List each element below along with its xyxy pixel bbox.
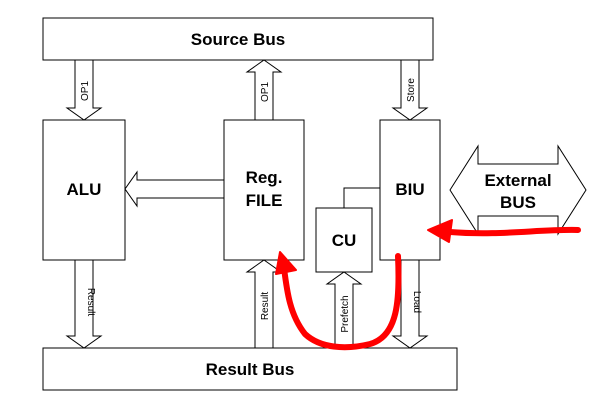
- biu-label: BIU: [395, 180, 424, 199]
- source-bus-box: [42, 17, 434, 61]
- cu-label: CU: [332, 231, 357, 250]
- store-arrow: [391, 59, 429, 121]
- op1-alu-arrow: [65, 59, 103, 121]
- result-alu-arrow: [65, 259, 103, 349]
- external-bus-label-line2: BUS: [500, 193, 536, 212]
- result-bus-box: [42, 347, 458, 391]
- op1-reg-arrow: [245, 59, 283, 121]
- result-bus-label: Result Bus: [206, 360, 295, 379]
- register-file-block: [223, 119, 305, 261]
- biu-block: [379, 119, 441, 261]
- register-file-label-line1: Reg.: [246, 168, 283, 187]
- register-file-label-line2: FILE: [246, 191, 283, 210]
- store-label: Store: [406, 78, 417, 102]
- prefetch-label: Prefetch: [340, 295, 351, 332]
- load-arrow: [391, 259, 429, 349]
- cu-biu-connector: [343, 187, 380, 208]
- red-annotation-loop-line: [281, 253, 402, 351]
- external-bus-label-line1: External: [484, 171, 551, 190]
- red-annotation-external-arrow-line: [447, 226, 581, 237]
- result-alu-label: Result: [85, 288, 96, 317]
- red-annotation-external-arrowhead: [427, 219, 453, 243]
- red-annotation-loop-arrowhead: [275, 251, 297, 275]
- source-bus-label: Source Bus: [191, 30, 285, 49]
- result-reg-label: Result: [260, 292, 271, 321]
- load-label: Load: [411, 291, 422, 313]
- reg-to-alu-arrow: [124, 170, 225, 208]
- op1-alu-label: OP1: [80, 81, 91, 101]
- external-bus-arrow: [449, 144, 587, 236]
- alu-label: ALU: [67, 180, 102, 199]
- op1-reg-label: OP1: [260, 82, 271, 102]
